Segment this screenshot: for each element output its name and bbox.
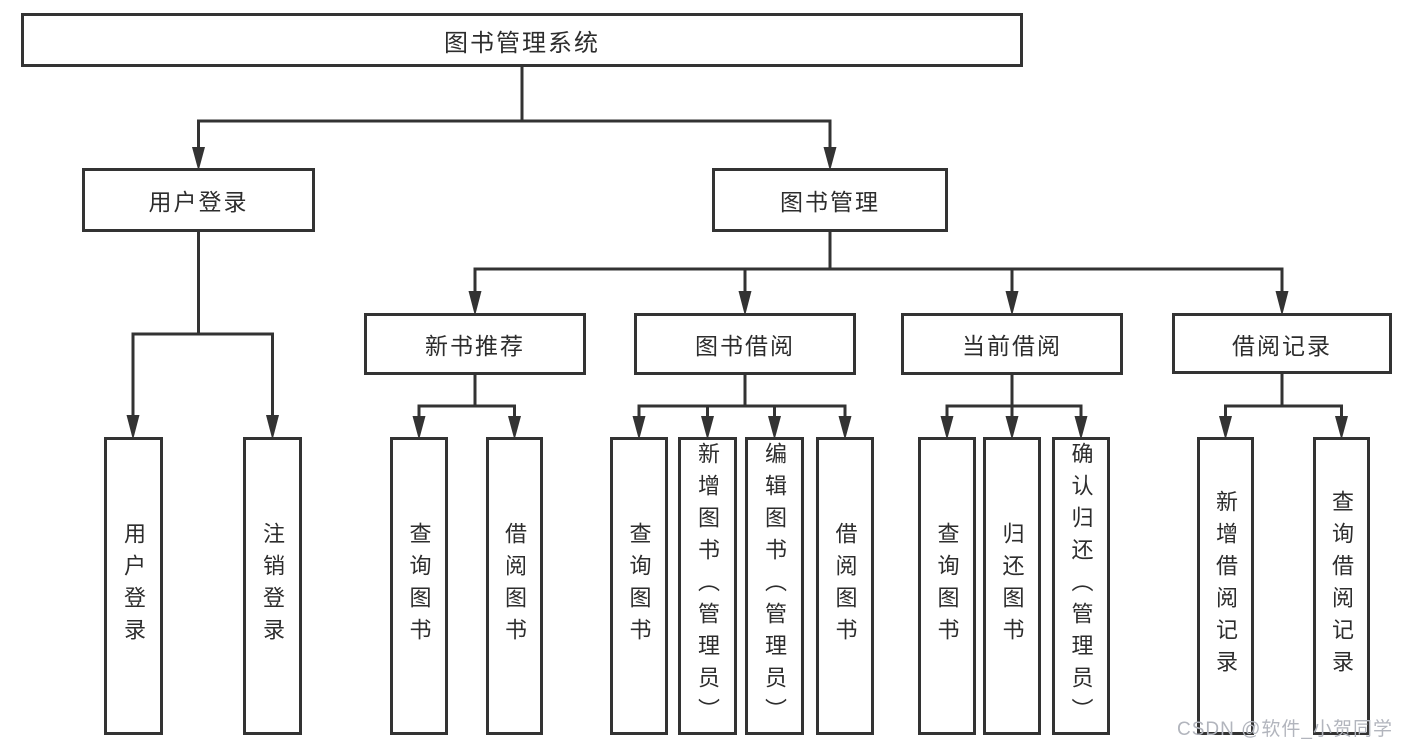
leaf-confirm-return-admin-label: 确认归还（管理员）	[1068, 442, 1094, 730]
node-current-borrow-label: 当前借阅	[962, 333, 1062, 359]
node-user-login-label: 用户登录	[148, 189, 249, 215]
leaf-edit-book-admin: 编辑图书（管理员）	[745, 437, 804, 735]
leaf-query-books-recommend: 查询图书	[390, 437, 448, 735]
watermark: CSDN @软件_小贺同学	[1177, 719, 1393, 740]
node-new-book-recommend-label: 新书推荐	[425, 333, 525, 359]
leaf-user-login: 用户登录	[104, 437, 163, 735]
leaf-borrow-book: 借阅图书	[816, 437, 874, 735]
node-user-login: 用户登录	[82, 168, 315, 232]
leaf-borrow-book-label: 借阅图书	[832, 522, 858, 650]
node-borrow-record: 借阅记录	[1172, 313, 1392, 374]
leaf-confirm-return-admin: 确认归还（管理员）	[1052, 437, 1110, 735]
node-library-system: 图书管理系统	[21, 13, 1023, 67]
leaf-logout-label: 注销登录	[260, 522, 286, 650]
leaf-query-books-borrow: 查询图书	[610, 437, 668, 735]
leaf-query-borrow-record: 查询借阅记录	[1313, 437, 1370, 735]
leaf-add-book-admin-label: 新增图书（管理员）	[695, 442, 721, 730]
node-new-book-recommend: 新书推荐	[364, 313, 586, 375]
leaf-user-login-label: 用户登录	[121, 522, 147, 650]
node-current-borrow: 当前借阅	[901, 313, 1123, 375]
leaf-query-books-borrow-label: 查询图书	[626, 522, 652, 650]
node-book-management-label: 图书管理	[780, 189, 880, 215]
node-library-system-label: 图书管理系统	[444, 29, 600, 57]
leaf-logout: 注销登录	[243, 437, 302, 735]
leaf-return-book: 归还图书	[983, 437, 1041, 735]
leaf-query-books-current: 查询图书	[918, 437, 976, 735]
leaf-add-borrow-record: 新增借阅记录	[1197, 437, 1254, 735]
node-borrow-record-label: 借阅记录	[1232, 332, 1332, 359]
leaf-return-book-label: 归还图书	[999, 522, 1025, 650]
leaf-query-borrow-record-label: 查询借阅记录	[1329, 490, 1355, 682]
node-book-management: 图书管理	[712, 168, 948, 232]
node-book-borrow: 图书借阅	[634, 313, 856, 375]
node-book-borrow-label: 图书借阅	[695, 333, 795, 359]
leaf-borrow-books-recommend: 借阅图书	[486, 437, 543, 735]
leaf-query-books-current-label: 查询图书	[934, 522, 960, 650]
leaf-add-book-admin: 新增图书（管理员）	[678, 437, 737, 735]
leaf-add-borrow-record-label: 新增借阅记录	[1213, 490, 1239, 682]
leaf-borrow-books-recommend-label: 借阅图书	[502, 522, 528, 650]
leaf-edit-book-admin-label: 编辑图书（管理员）	[762, 442, 788, 730]
leaf-query-books-recommend-label: 查询图书	[406, 522, 432, 650]
